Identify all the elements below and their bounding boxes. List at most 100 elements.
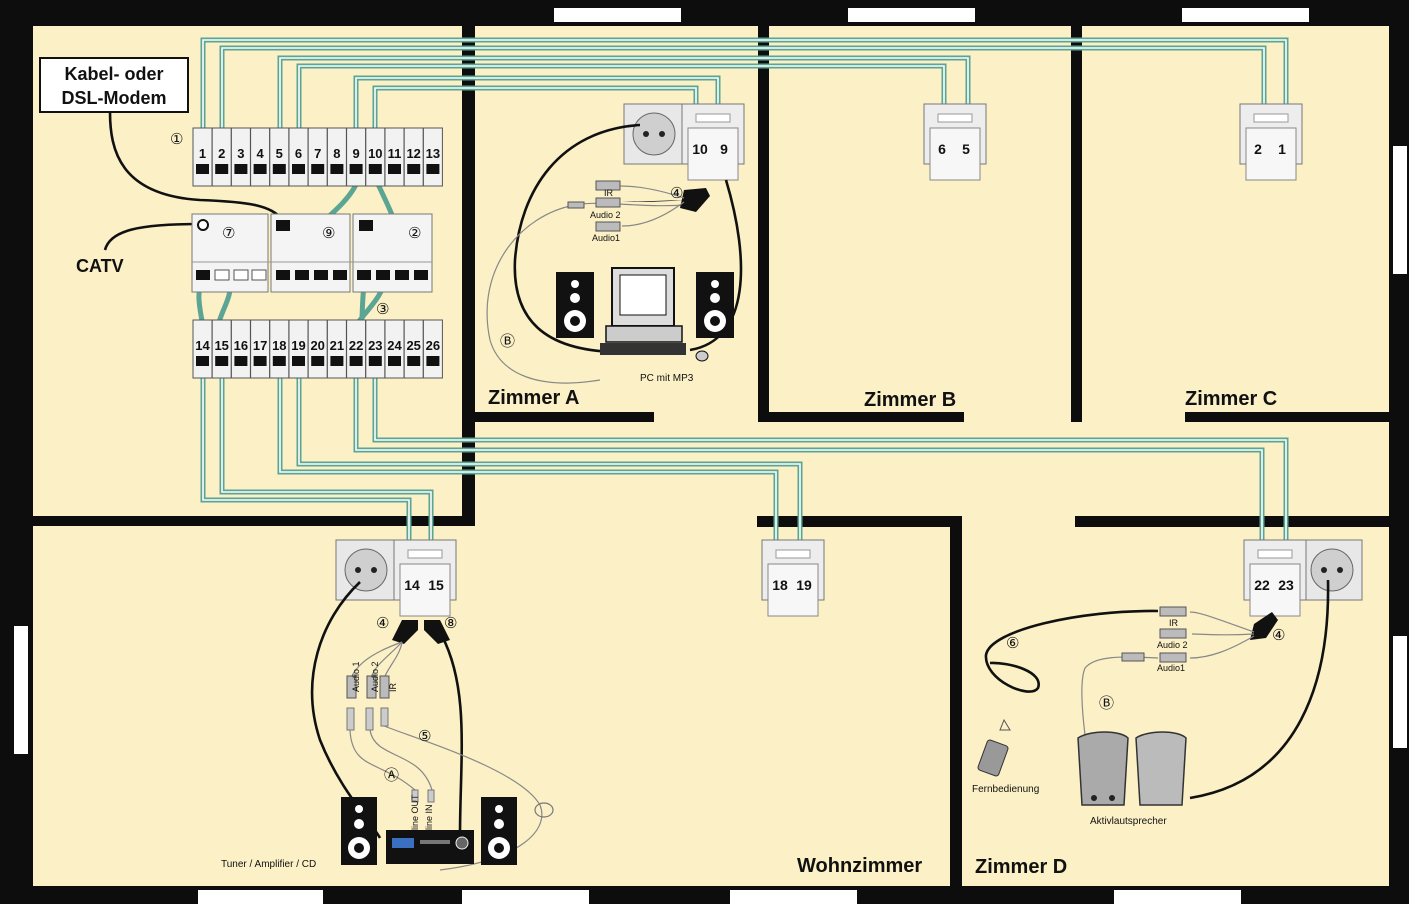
speaker-cable [1189,579,1330,800]
active-speakers-label: Aktivlautsprecher [1090,816,1167,827]
marker-6: ⑥ [1006,634,1019,652]
patch-bottom-port-number: 21 [330,338,344,353]
patch-top-port: 13 [422,127,443,187]
socket-port-number: 10 [692,141,708,157]
patch-bottom-port-number: 20 [310,338,324,353]
patch-top-port-number: 7 [314,146,321,161]
ir-eye-cable [984,609,1159,693]
speaker-right-icon [696,272,734,338]
patch-bottom-port: 19 [288,319,309,379]
adapter-d-icon [1250,612,1278,640]
patch-top-port: 3 [230,127,251,187]
socket-port-number: 22 [1254,577,1270,593]
patch-bottom-port-number: 18 [272,338,286,353]
patch-bottom-port: 15 [211,319,232,379]
modem-box: Kabel- oder DSL-Modem [39,57,189,113]
audio2-vert-label: Audio 2 [370,661,380,692]
patch-top-port: 7 [307,127,328,187]
marker-5: ⑤ [418,727,431,745]
patch-top-port-number: 4 [256,146,264,161]
modem-label-line1: Kabel- oder [64,64,163,84]
patch-top-port-number: 1 [199,146,206,161]
patch-top-port: 10 [365,127,386,187]
remote-control-icon [977,718,1011,777]
patch-bottom-port-number: 22 [349,338,363,353]
room-d-equipment: IR Audio 2 Audio1 Fernbedienung Aktivlau… [972,579,1330,827]
socket-port-number: 9 [720,141,728,157]
computer-icon [600,267,709,362]
active-speaker-left-icon [1077,731,1129,806]
socket-port-number: 23 [1278,577,1294,593]
wohnzimmer-label: Wohnzimmer [797,855,922,877]
patch-bottom-port: 20 [307,319,328,379]
patch-top-port-number: 2 [218,146,225,161]
catv-cable [103,222,201,251]
audio1-label: Audio1 [592,233,620,243]
patch-bottom-port-number: 23 [368,338,382,353]
socket-port-number: 15 [428,577,444,593]
room-a-label: Zimmer A [488,387,580,409]
patch-bottom-port-number: 14 [195,338,210,353]
power-outlet-icon [335,539,397,601]
patch-top-port: 5 [269,127,290,187]
patch-bottom-port: 24 [384,319,405,379]
speaker-left-icon [556,272,594,338]
patch-bottom-port: 14 [192,319,213,379]
patch-bottom-port-number: 16 [234,338,248,353]
audio2-d-label: Audio 2 [1157,640,1188,650]
ir-d-label: IR [1169,618,1179,628]
patch-bottom-port: 25 [403,319,424,379]
patch-top-port: 4 [250,127,271,187]
pc-power-cable [513,123,641,354]
modem-label-line2: DSL-Modem [62,88,167,108]
marker-4-living: ④ [376,614,389,632]
speaker-living-right-icon [481,797,517,865]
marker-a: Ⓐ [384,766,399,784]
tuner-label: Tuner / Amplifier / CD [221,859,316,870]
distribution-devices [191,213,433,293]
marker-4-room-a: ④ [670,184,683,202]
windows [14,8,1407,904]
marker-b-room-d: Ⓑ [1099,694,1114,712]
marker-9: ⑨ [322,224,335,242]
pc-network-cable [689,179,743,352]
patch-top-port: 1 [192,127,213,187]
marker-7: ⑦ [222,224,235,242]
patch-top-port-number: 3 [237,146,244,161]
marker-1: ① [170,130,183,148]
patch-bottom-port: 18 [269,319,290,379]
patch-bottom-port-number: 15 [214,338,228,353]
patch-top-port-number: 10 [368,146,382,161]
room-d-label: Zimmer D [975,856,1067,878]
socket-port-number: 1 [1278,141,1286,157]
interior-walls [33,26,1389,886]
line-out-label: line OUT [410,794,420,830]
patch-bottom-port-number: 17 [253,338,267,353]
patch-bottom-port-number: 26 [426,338,440,353]
patch-top-port: 9 [346,127,367,187]
room-a-equipment: IR Audio 2 Audio1 PC mit MP3 [486,123,743,384]
patch-top-port: 8 [326,127,347,187]
patch-bottom-port-number: 25 [406,338,420,353]
patch-top-port-number: 6 [295,146,302,161]
living-audio-plugs [346,641,554,871]
power-outlet-icon [1301,539,1363,601]
power-outlet-icon [623,103,685,165]
patch-top-port-number: 12 [406,146,420,161]
patch-bottom-port: 21 [326,319,347,379]
patch-top-port-number: 11 [388,146,402,161]
marker-2: ② [408,224,421,242]
active-speaker-right-icon [1135,731,1187,806]
speaker-living-left-icon [341,797,377,865]
patch-top-port-number: 9 [352,146,359,161]
pc-label: PC mit MP3 [640,373,694,384]
socket-port-number: 6 [938,141,946,157]
socket-port-number: 2 [1254,141,1262,157]
room-b-label: Zimmer B [864,389,956,411]
